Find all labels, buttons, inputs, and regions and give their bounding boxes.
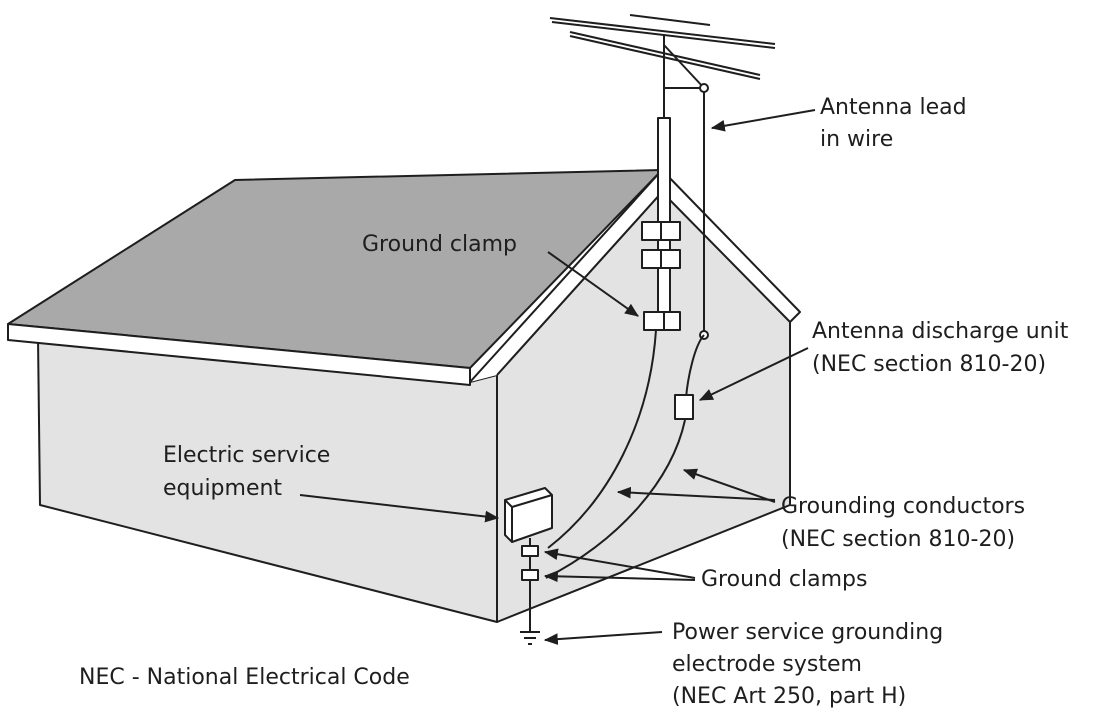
nec-legend: NEC - National Electrical Code	[79, 665, 410, 690]
arrow-ground-clamp-1	[543, 548, 696, 579]
label-power-grounding-line1: Power service grounding	[672, 620, 944, 645]
antenna-discharge-unit	[674, 394, 694, 420]
grounding-conductor-from-discharge	[545, 419, 686, 579]
arrow-discharge-unit	[698, 347, 809, 401]
label-grounding-conductors-line1: Grounding conductors	[781, 494, 1026, 519]
label-electric-service-line2: equipment	[163, 476, 283, 501]
label-electric-service-line1: Electric service	[163, 443, 331, 468]
label-ground-clamps: Ground clamps	[701, 567, 868, 592]
mast-brackets	[641, 221, 681, 269]
rod-ground-clamps	[521, 545, 539, 581]
gable-trim	[469, 169, 801, 383]
arrow-antenna-lead	[710, 109, 816, 132]
grounding-conductor-from-mast	[547, 329, 657, 549]
mast-ground-clamp	[643, 311, 681, 331]
label-antenna-lead-line2: in wire	[820, 127, 894, 152]
arrow-ground-clamp-2	[543, 570, 696, 583]
label-discharge-unit-line1: Antenna discharge unit	[812, 319, 1069, 344]
electric-service-equipment	[504, 487, 553, 543]
label-antenna-lead-line1: Antenna lead	[820, 95, 967, 120]
ground-symbol	[520, 631, 540, 645]
arrow-grounding-conductor-2	[682, 468, 776, 503]
arrow-grounding-conductor-1	[616, 486, 776, 501]
lead-wire-to-discharge	[685, 334, 705, 399]
arrow-ground-clamp	[547, 251, 639, 317]
label-power-grounding-line3: (NEC Art 250, part H)	[672, 684, 907, 709]
arrow-electric-service	[299, 494, 500, 523]
arrow-power-grounding	[543, 631, 663, 645]
antenna-elements	[549, 14, 776, 89]
label-discharge-unit-line2: (NEC section 810-20)	[812, 352, 1047, 377]
label-ground-clamp: Ground clamp	[362, 232, 517, 257]
label-power-grounding-line2: electrode system	[672, 652, 862, 677]
label-grounding-conductors-line2: (NEC section 810-20)	[781, 527, 1016, 552]
